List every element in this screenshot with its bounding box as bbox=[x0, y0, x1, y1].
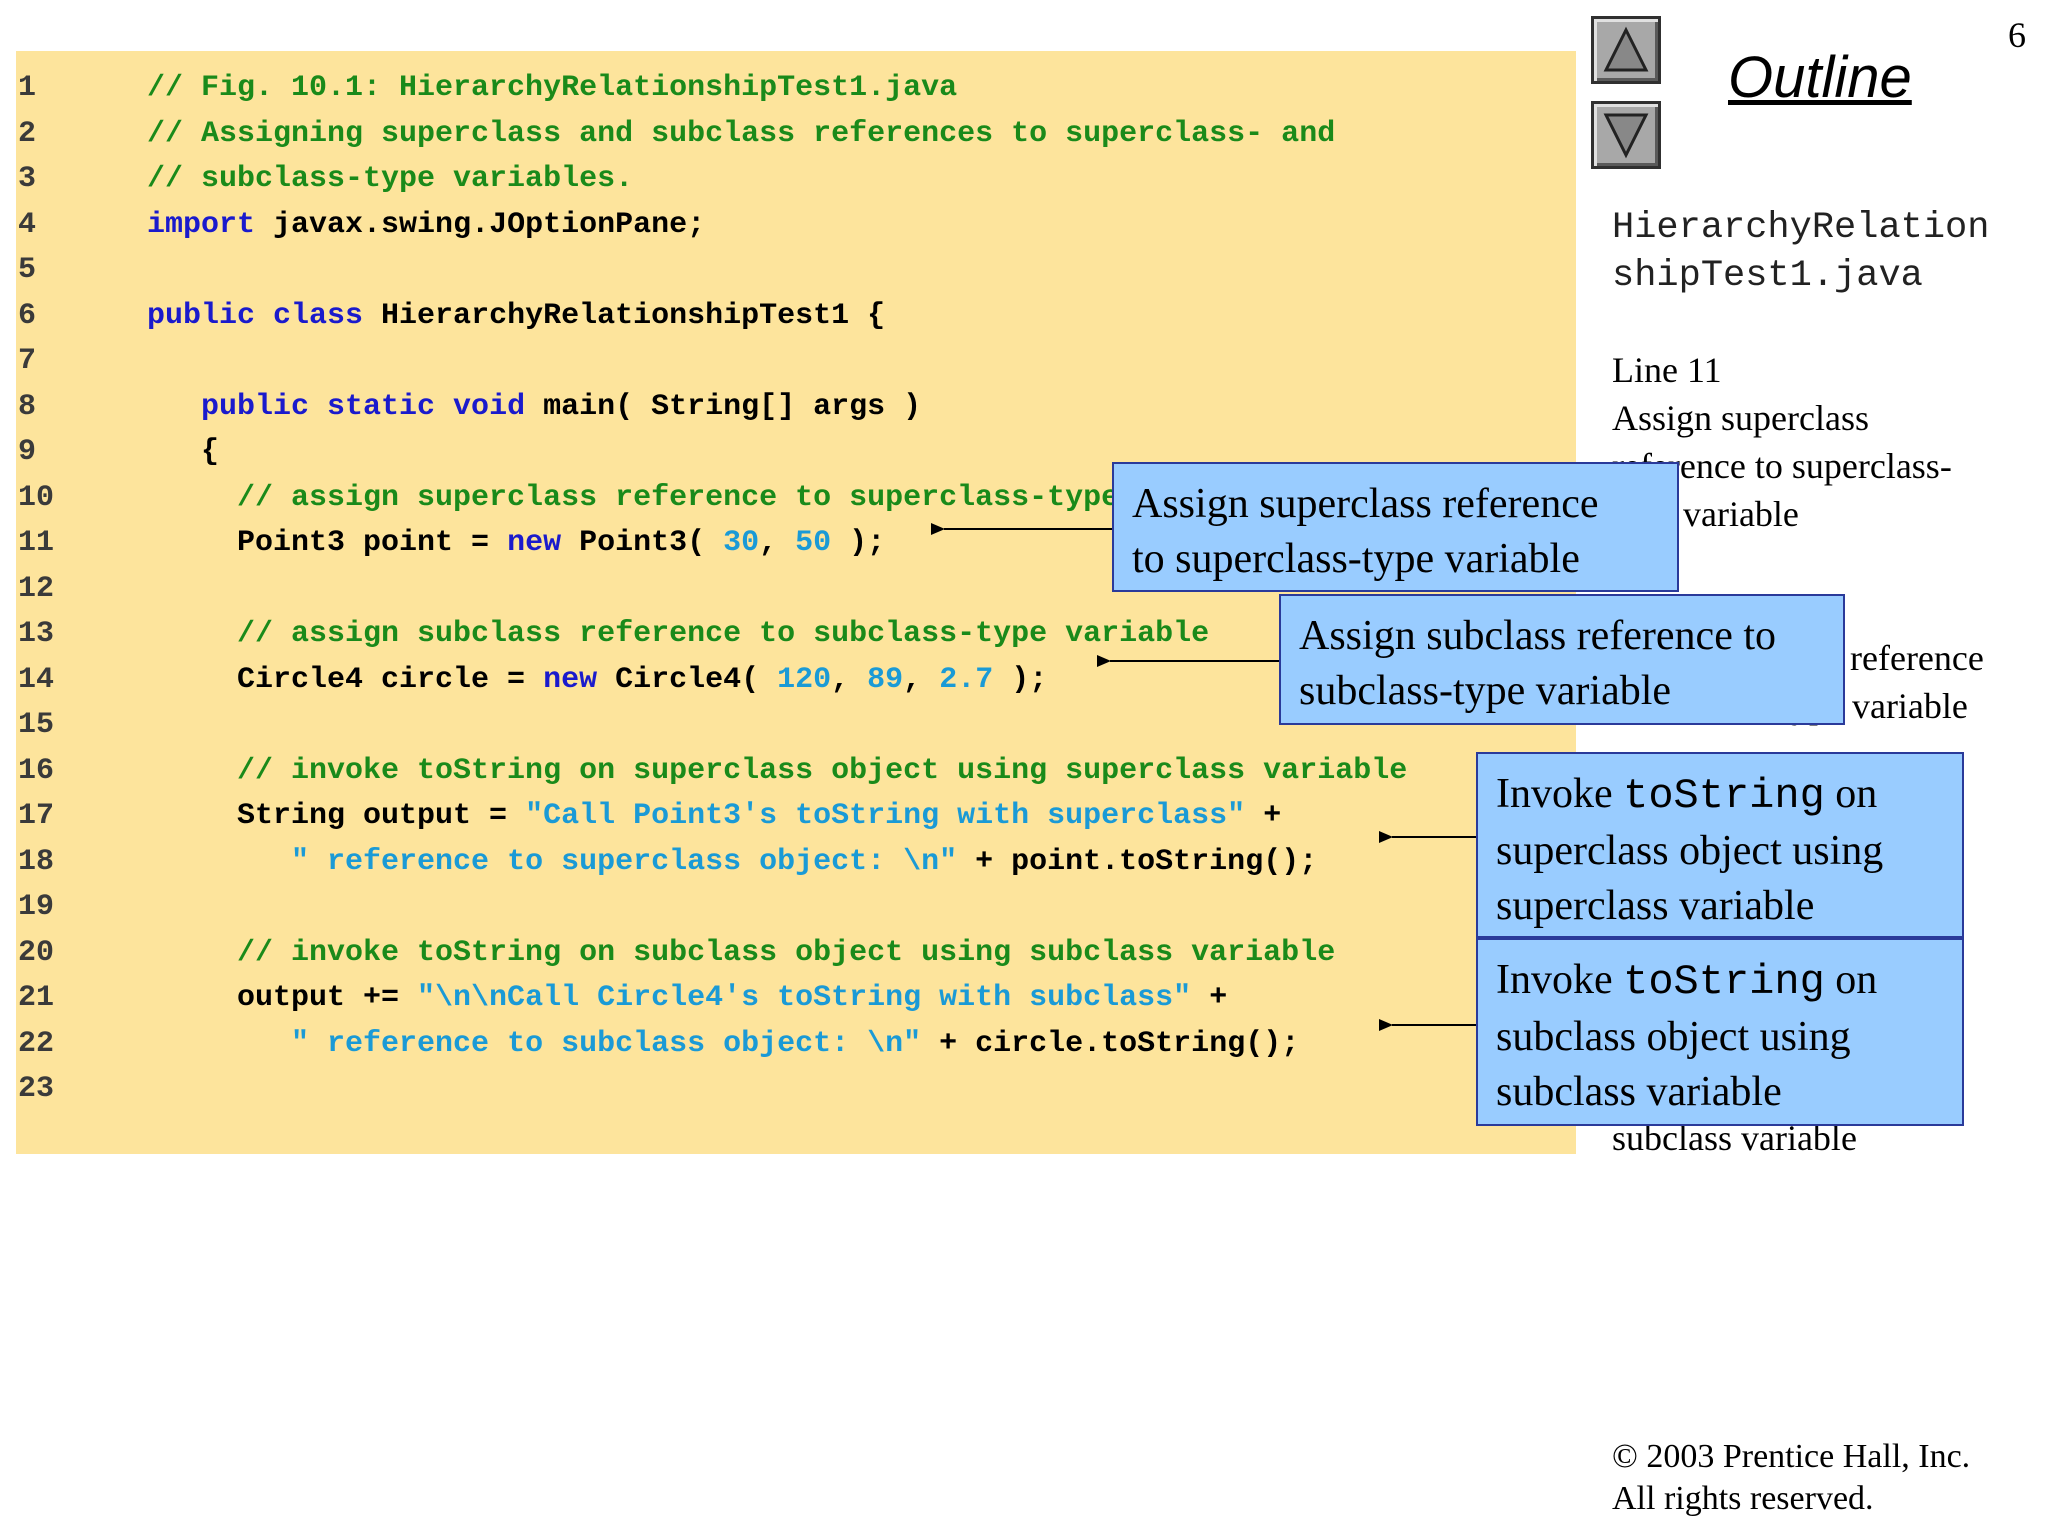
callout-invoke-subclass: Invoke toString on subclass object using… bbox=[1476, 938, 1964, 1126]
code-text: import javax.swing.JOptionPane; bbox=[147, 207, 706, 242]
line-number: 5 bbox=[18, 253, 37, 287]
code-text: // subclass-type variables. bbox=[147, 162, 634, 196]
code-text: { bbox=[147, 435, 220, 469]
line-number: 21 bbox=[18, 981, 55, 1015]
line-number: 23 bbox=[18, 1072, 55, 1106]
line-number: 4 bbox=[18, 207, 37, 242]
callout-line: Assign superclass reference bbox=[1132, 481, 1599, 527]
line-number: 11 bbox=[18, 526, 55, 560]
code-text: // invoke toString on subclass object us… bbox=[147, 935, 1336, 970]
line-number: 3 bbox=[18, 162, 37, 196]
line-number: 1 bbox=[18, 71, 37, 105]
line-number: 20 bbox=[18, 935, 55, 970]
note-line: Assign superclass bbox=[1612, 398, 1869, 438]
copyright-line-2: All rights reserved. bbox=[1612, 1480, 1874, 1517]
line-number: 17 bbox=[18, 799, 55, 833]
code-text: public static void main( String[] args ) bbox=[201, 389, 922, 424]
copyright: © 2003 Prentice Hall, Inc. All rights re… bbox=[1612, 1436, 1970, 1520]
callout-line: superclass variable bbox=[1496, 883, 1815, 929]
previous-slide-button[interactable] bbox=[1591, 16, 1661, 84]
line-number: 18 bbox=[18, 844, 55, 879]
triangle-up-icon bbox=[1603, 26, 1649, 72]
triangle-down-icon bbox=[1603, 113, 1649, 159]
line-number: 2 bbox=[18, 116, 37, 151]
code-text: Point3 point = new Point3( 30, 50 ); bbox=[147, 526, 886, 560]
code-text: // assign subclass reference to subclass… bbox=[147, 617, 1210, 651]
line-number: 13 bbox=[18, 617, 55, 651]
line-number: 6 bbox=[18, 298, 37, 333]
outline-title[interactable]: Outline bbox=[1728, 45, 1912, 110]
file-name-line-2: shipTest1.java bbox=[1612, 255, 1923, 297]
callout-line: subclass variable bbox=[1496, 1069, 1782, 1115]
code-text: // Fig. 10.1: HierarchyRelationshipTest1… bbox=[147, 71, 958, 105]
line-number: 9 bbox=[18, 435, 37, 469]
code-text: " reference to subclass object: \n" + ci… bbox=[291, 1026, 1300, 1061]
next-slide-button[interactable] bbox=[1591, 101, 1661, 169]
callout-line: subclass object using bbox=[1496, 1014, 1851, 1060]
line-number: 19 bbox=[18, 890, 55, 924]
callout-line: superclass object using bbox=[1496, 828, 1884, 874]
code-text: public class HierarchyRelationshipTest1 … bbox=[147, 298, 886, 333]
line-number: 10 bbox=[18, 480, 55, 515]
page-number: 6 bbox=[2008, 15, 2026, 55]
line-number: 15 bbox=[18, 708, 55, 742]
callout-line: subclass-type variable bbox=[1299, 668, 1672, 714]
callout-line: Invoke toString on bbox=[1496, 771, 1878, 820]
line-number: 7 bbox=[18, 344, 37, 378]
callout-assign-superclass: Assign superclass reference to superclas… bbox=[1112, 462, 1679, 592]
code-text: // invoke toString on superclass object … bbox=[147, 753, 1408, 788]
copyright-line-1: © 2003 Prentice Hall, Inc. bbox=[1612, 1438, 1971, 1475]
code-text: // Assigning superclass and subclass ref… bbox=[147, 116, 1336, 151]
line-number: 22 bbox=[18, 1026, 55, 1061]
callout-assign-subclass: Assign subclass reference to subclass-ty… bbox=[1279, 594, 1845, 725]
note-line: Line 11 bbox=[1612, 350, 1722, 390]
line-number: 12 bbox=[18, 571, 55, 606]
callout-line: to superclass-type variable bbox=[1132, 536, 1580, 582]
code-text: String output = "Call Point3's toString … bbox=[147, 799, 1282, 833]
callout-invoke-superclass: Invoke toString on superclass object usi… bbox=[1476, 752, 1964, 938]
callout-line: Assign subclass reference to bbox=[1299, 613, 1777, 659]
callout-line: Invoke toString on bbox=[1496, 957, 1878, 1006]
line-number: 14 bbox=[18, 662, 55, 697]
code-text: Circle4 circle = new Circle4( 120, 89, 2… bbox=[147, 662, 1048, 697]
outline-file-name: HierarchyRelation shipTest1.java bbox=[1612, 204, 1989, 300]
code-text: " reference to superclass object: \n" + … bbox=[291, 844, 1318, 879]
file-name-line-1: HierarchyRelation bbox=[1612, 207, 1990, 249]
line-number: 8 bbox=[18, 389, 37, 424]
code-text: output += "\n\nCall Circle4's toString w… bbox=[147, 981, 1228, 1015]
line-number: 16 bbox=[18, 753, 55, 788]
